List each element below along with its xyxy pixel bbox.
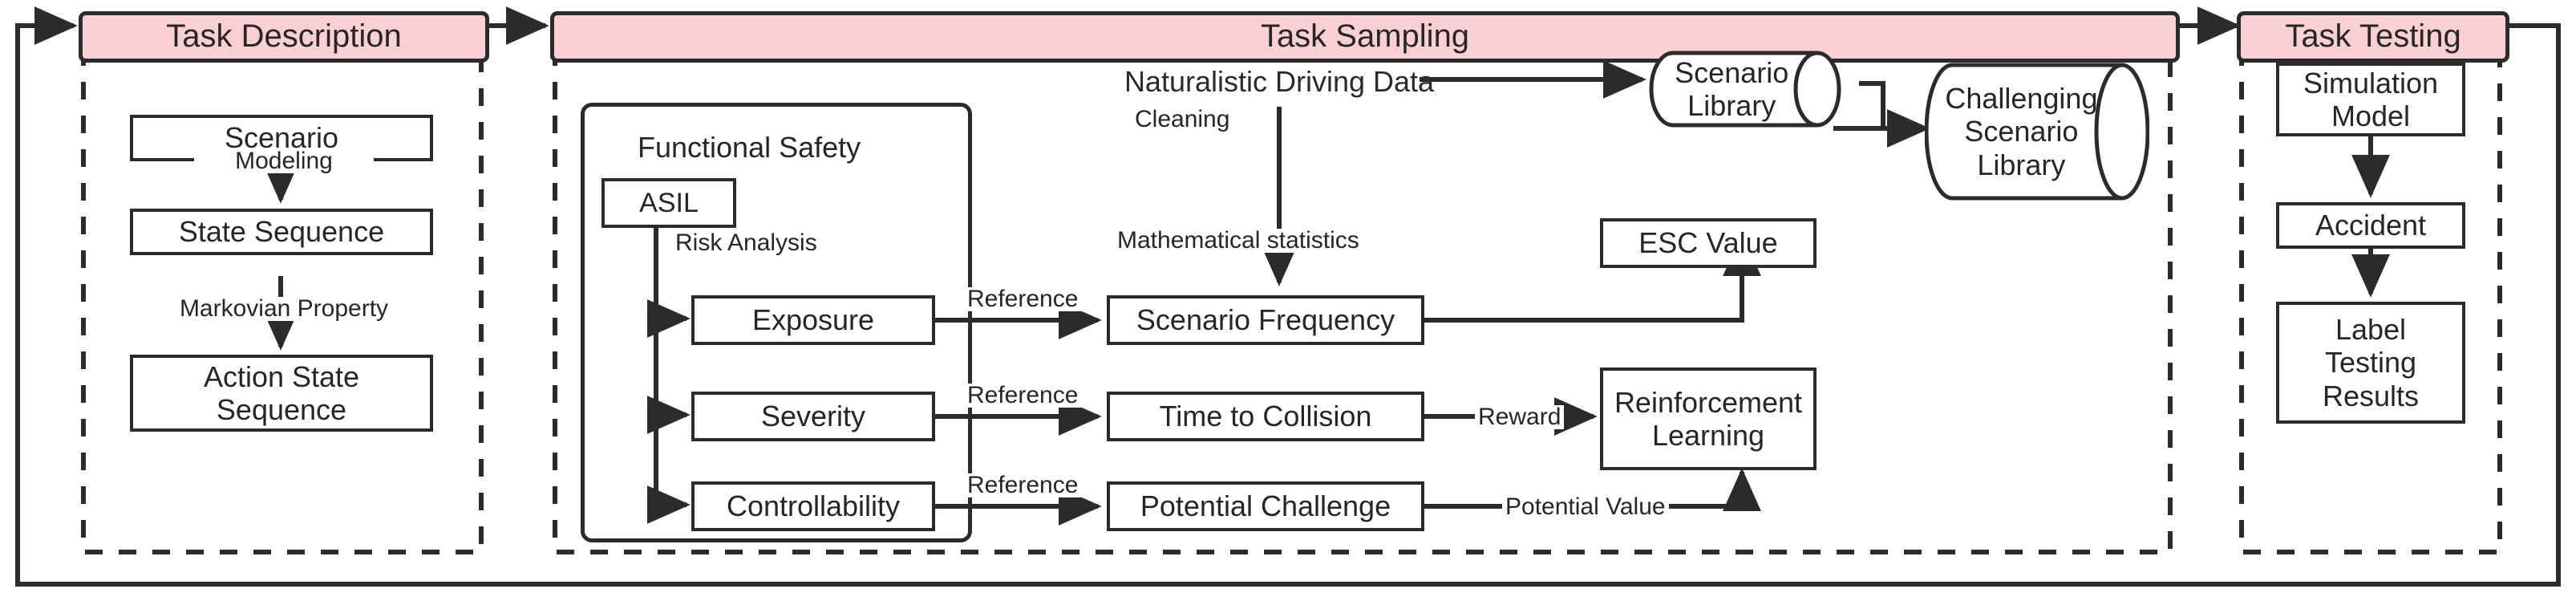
cylinder-challenging-scenario-library[interactable]: Challenging Scenario Library xyxy=(1925,63,2149,201)
node-label: Reinforcement Learning xyxy=(1614,385,1803,452)
text-label: Naturalistic Driving Data xyxy=(1124,65,1435,99)
node-asil[interactable]: ASIL xyxy=(601,178,736,228)
cylinder-label: Scenario Library xyxy=(1675,55,1789,122)
node-label-testing-results[interactable]: Label Testing Results xyxy=(2276,302,2465,424)
node-label: ESC Value xyxy=(1638,226,1778,260)
phase-header-task-sampling[interactable]: Task Sampling xyxy=(550,11,2180,63)
edge-label-reference-severity: Reference xyxy=(964,384,1082,408)
node-scenario-frequency[interactable]: Scenario Frequency xyxy=(1107,295,1424,345)
node-potential-challenge[interactable]: Potential Challenge xyxy=(1107,481,1424,531)
node-label: Action State Sequence xyxy=(203,359,360,426)
node-label: Scenario xyxy=(224,121,339,155)
group-functional-safety xyxy=(581,103,972,542)
cylinder-label: Challenging Scenario Library xyxy=(1945,82,2098,181)
node-label: ASIL xyxy=(639,187,699,218)
phase-label: Task Description xyxy=(166,18,402,55)
cylinder-scenario-library[interactable]: Scenario Library xyxy=(1649,51,1841,128)
node-action-state-sequence[interactable]: Action State Sequence xyxy=(130,355,433,432)
node-label: Simulation Model xyxy=(2303,66,2439,132)
node-label: Potential Challenge xyxy=(1140,489,1391,523)
node-controllability[interactable]: Controllability xyxy=(691,481,935,531)
edge-label-reward: Reward xyxy=(1475,405,1565,429)
node-label: Exposure xyxy=(751,303,875,337)
edge-label-reference-controllability: Reference xyxy=(964,473,1082,497)
phase-header-task-description[interactable]: Task Description xyxy=(79,11,489,63)
edge-label-reference-exposure: Reference xyxy=(964,287,1082,311)
node-simulation-model[interactable]: Simulation Model xyxy=(2276,63,2465,136)
text-naturalistic-driving-data: Naturalistic Driving Data xyxy=(1123,53,1436,111)
edge-label-mathematical-statistics: Mathematical statistics xyxy=(1114,229,1363,253)
node-reinforcement-learning[interactable]: Reinforcement Learning xyxy=(1600,367,1817,470)
cylinder-shape xyxy=(1925,63,2149,201)
edge-label-modeling: Modeling xyxy=(194,149,374,173)
node-label: Label Testing Results xyxy=(2322,313,2420,412)
node-exposure[interactable]: Exposure xyxy=(691,295,935,345)
node-label: Accident xyxy=(2315,209,2427,242)
edge-label-markovian-property: Markovian Property xyxy=(154,297,414,321)
node-label: Scenario Frequency xyxy=(1136,303,1395,337)
node-severity[interactable]: Severity xyxy=(691,392,935,441)
cylinder-shape xyxy=(1649,51,1841,128)
phase-label: Task Sampling xyxy=(1260,18,1470,55)
edge-label-potential-value: Potential Value xyxy=(1502,495,1669,519)
group-title-functional-safety: Functional Safety xyxy=(638,131,861,164)
node-state-sequence[interactable]: State Sequence xyxy=(130,209,433,255)
phase-header-task-testing[interactable]: Task Testing xyxy=(2237,11,2509,63)
node-label: Severity xyxy=(760,400,866,433)
node-label: Time to Collision xyxy=(1159,400,1372,433)
node-time-to-collision[interactable]: Time to Collision xyxy=(1107,392,1424,441)
node-label: State Sequence xyxy=(178,215,385,249)
node-accident[interactable]: Accident xyxy=(2276,202,2465,249)
phase-label: Task Testing xyxy=(2285,18,2461,55)
dashed-box-task-testing xyxy=(2239,48,2502,554)
dashed-box-task-description xyxy=(81,48,484,554)
node-label: Controllability xyxy=(726,489,901,523)
edge-label-cleaning: Cleaning xyxy=(1132,108,1233,132)
edge-label-risk-analysis: Risk Analysis xyxy=(672,231,820,255)
node-esc-value[interactable]: ESC Value xyxy=(1600,218,1817,268)
dashed-box-task-sampling xyxy=(553,48,2173,554)
